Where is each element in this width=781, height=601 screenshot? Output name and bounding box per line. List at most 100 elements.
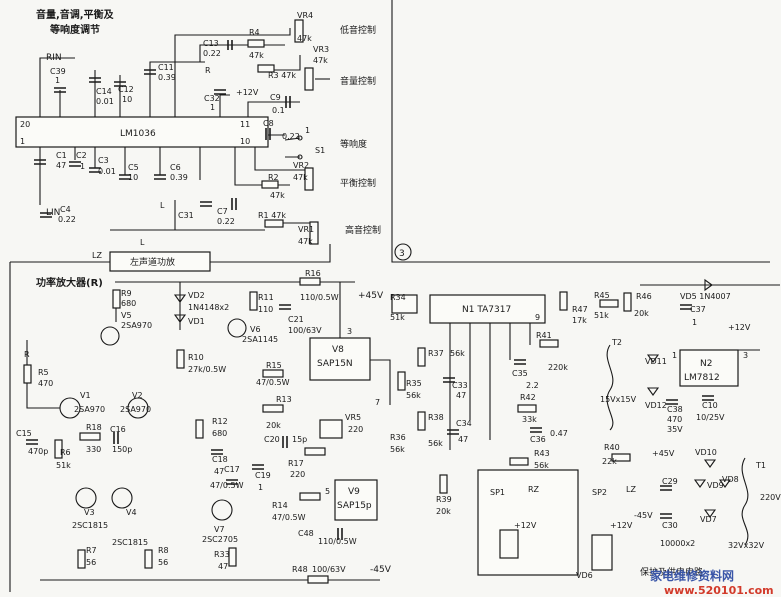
c14-value: 0.01 [96,97,114,106]
v9-part: SAP15p [337,501,372,511]
r16-value: 110/0.5W [300,293,339,302]
r43-value: 56k [534,461,549,470]
vr5-label: VR5 [345,413,361,422]
c48-label: C48 [298,529,314,538]
c35-label: C35 [512,369,528,378]
lm1036-label: LM1036 [120,129,156,139]
c16-label: C16 [110,425,126,434]
v8-label: V8 [332,345,344,355]
r45-value: 51k [594,311,609,320]
c36-value: 0.47 [550,429,568,438]
l-label-2: L [140,238,145,247]
pin-10: 10 [240,137,250,146]
r46-resistor [623,292,632,312]
v4-part: 2SC1815 [112,538,148,547]
c12-value: 10 [122,95,132,104]
vr3-pot [304,67,314,91]
r17-label: R17 [288,459,304,468]
r5-value: 470 [38,379,53,388]
c4-value: 0.22 [58,215,76,224]
r33-resistor [228,547,237,567]
c10-value: 10/25V [696,413,725,422]
plus12a-label: +12V [514,521,537,530]
c21-label: C21 [288,315,304,324]
c18-label: C18 [212,455,228,464]
r1-resistor [264,219,284,228]
r48-resistor [307,575,329,584]
r8-resistor [144,549,153,569]
v3-part: 2SC1815 [72,521,108,530]
vr2-value: 47k [293,173,308,182]
r34-resistor [391,294,418,314]
pin-11: 11 [240,120,250,129]
c32-value: 1 [210,103,215,112]
plus45-prot-label: +45V [652,449,675,458]
r37-value: 56k [450,349,465,358]
r13-value: 20k [266,421,281,430]
c2-value: 1 [80,162,85,171]
vr4-pot [294,19,304,43]
balance-label: 平衡控制 [340,177,376,189]
c5-value: 10 [128,173,138,182]
c15-value: 470p [28,447,48,456]
r42-label: R42 [520,393,536,402]
c36-label: C36 [530,435,546,444]
c11-label: C11 [158,63,174,72]
s1-pin1: 1 [305,126,310,135]
c8-label: C8 [263,119,274,128]
r10-label: R10 [188,353,204,362]
r35-label: R35 [406,379,422,388]
n1-ta7317 [429,294,546,324]
n2-label: N2 [700,359,712,369]
r10-value: 27k/0.5W [188,365,226,374]
watermark: 家电维修资料网 www.520101.com [650,568,774,597]
l-label-1: L [160,201,165,210]
c19-label: C19 [255,471,271,480]
r12-resistor [195,419,204,439]
minus45-label: -45V [370,565,392,575]
r17-value: 220 [290,470,305,479]
v1-transistor [59,397,81,419]
r40-label: R40 [604,443,620,452]
v8-pin3: 3 [347,327,352,336]
c19-value: 1 [258,483,263,492]
v2-transistor [127,397,149,419]
lz-label: LZ [92,251,102,260]
r7-label: R7 [86,546,97,555]
r-label: R [205,66,211,75]
c10-label: C10 [702,401,718,410]
r36-label: R36 [390,433,406,442]
r35-value: 56k [406,391,421,400]
r11-resistor [249,291,258,311]
v5-transistor [100,326,120,346]
c13-label: C13 [203,39,219,48]
plus12-label: +12V [236,88,259,97]
v4-transistor [111,487,133,509]
c17-label: C17 [224,465,240,474]
c35-value: 2.2 [526,381,539,390]
lm1036-ic [15,116,269,148]
r45-resistor [599,299,619,308]
c12-label: C12 [118,85,134,94]
lin-label: LIN [46,208,60,218]
r16-label: R16 [305,269,321,278]
rin-label: RIN [46,53,62,63]
c38-v2: 35V [667,425,683,434]
c16-value: 150p [112,445,132,454]
r10-resistor [176,349,185,369]
v7-label: V7 [214,525,225,534]
v2-label: V2 [132,391,143,400]
plus12-prot-label: +12V [728,323,751,332]
v6-label: V6 [250,325,261,334]
c3-label: C3 [98,156,109,165]
vr1-label: VR1 [298,225,314,234]
r36-value: 56k [390,445,405,454]
v9-label: V9 [348,487,360,497]
c9-label: C9 [270,93,281,102]
loudness-label: 等响度 [340,138,367,150]
r15-value: 47/0.5W [256,378,290,387]
c39-value: 1 [55,76,60,85]
r41-label: R41 [536,331,552,340]
